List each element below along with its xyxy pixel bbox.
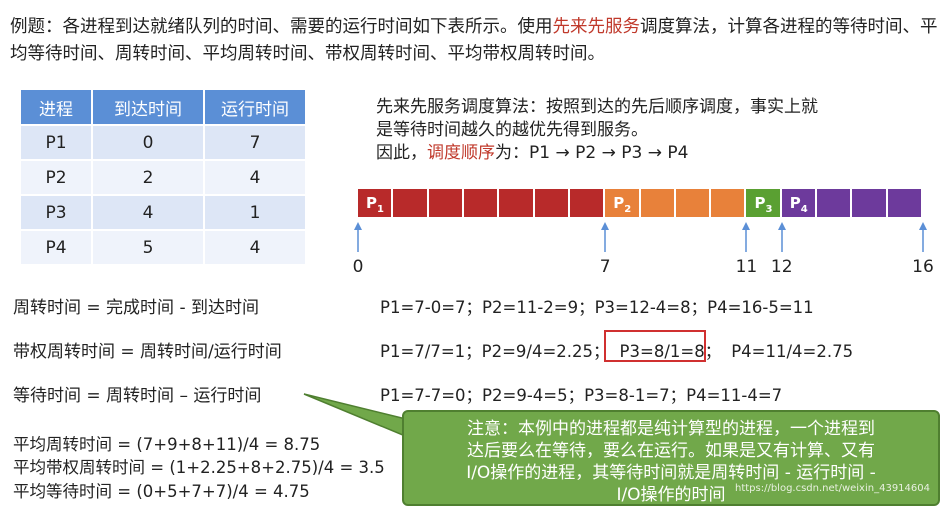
table-row: P1 0 7: [21, 125, 307, 161]
waiting-result: P1=7-7=0；P2=9-4=5；P3=8-1=7；P4=11-4=7: [380, 386, 783, 405]
tick-label: 16: [912, 257, 934, 277]
note-line: 达后要么在等待，要么在运行。如果是又有计算、又有: [467, 441, 875, 461]
table-header: 运行时间: [204, 90, 307, 126]
table-row: P4 5 4: [21, 230, 307, 266]
explanation-highlight: 调度顺序: [427, 143, 495, 163]
turnaround-result: P1=7-0=7；P2=11-2=9；P3=12-4=8；P4=16-5=11: [380, 298, 814, 317]
algorithm-explanation: 先来先服务调度算法：按照到达的先后顺序调度，事实上就 是等待时间越久的越优先得到…: [376, 96, 936, 165]
avg-waiting: 平均等待时间 = (0+5+7+7)/4 = 4.75: [13, 482, 310, 501]
explanation-line: 是等待时间越久的越优先得到服务。: [376, 120, 648, 140]
gantt-segment-label: P4: [789, 194, 808, 215]
gantt-cell: [640, 189, 676, 217]
weighted-result-part: P1=7/7=1；P2=9/4=2.25；: [380, 342, 610, 361]
gantt-segment-label: P3: [754, 194, 773, 215]
schedule-order-line: 因此，调度顺序为：P1 → P2 → P3 → P4: [376, 142, 936, 165]
note-line: I/O操作的进程，其等待时间就是周转时间 - 运行时间 -: [466, 463, 876, 483]
table-header: 到达时间: [92, 90, 205, 126]
gantt-segment-label: P2: [613, 194, 632, 215]
gantt-cell: P4: [781, 189, 818, 217]
table-cell: P3: [21, 195, 93, 231]
tick-arrow: [601, 222, 610, 252]
gantt-cell: [393, 189, 429, 217]
table-cell: 1: [204, 195, 307, 231]
tick-arrow: [742, 222, 751, 252]
gantt-cell: [675, 189, 712, 217]
question-highlight: 先来先服务: [552, 17, 641, 37]
gantt-cell: [569, 189, 606, 217]
question-part1: 例题：各进程到达就绪队列的时间、需要的运行时间如下表所示。使用: [10, 17, 553, 37]
question-part2: 调度算法，计算各进程的等待时间、平均等待时间、周转时间、平均周转时间、带权周转时…: [10, 17, 938, 64]
tick-arrow: [354, 222, 362, 252]
table-cell: P4: [21, 230, 93, 266]
gantt-cell: [711, 189, 747, 217]
weighted-result: P1=7/7=1；P2=9/4=2.25； P3=8/1=8； P4=11/4=2.…: [380, 338, 853, 362]
gantt-cell: P2: [605, 189, 641, 217]
weighted-result-boxed: P3=8/1=8；: [619, 342, 722, 361]
watermark: https://blog.csdn.net/weixin_43914604: [734, 483, 930, 494]
gantt-bar: P1 P2 P3 P4: [358, 189, 923, 217]
question-text: 例题：各进程到达就绪队列的时间、需要的运行时间如下表所示。使用先来先服务调度算法…: [10, 14, 940, 68]
table-header: 进程: [21, 90, 93, 126]
tick-label: 12: [770, 257, 793, 277]
tick-label: 7: [599, 257, 611, 277]
note-callout: 注意：本例中的进程都是纯计算型的进程，一个进程到 达后要么在等待，要么在运行。如…: [402, 410, 940, 506]
table-cell: 2: [92, 160, 205, 196]
gantt-cell: [852, 189, 888, 217]
avg-weighted: 平均带权周转时间 = (1+2.25+8+2.75)/4 = 3.5: [13, 458, 385, 477]
table-cell: P2: [21, 160, 93, 196]
weighted-formula: 带权周转时间 = 周转时间/运行时间: [13, 342, 282, 362]
turnaround-formula: 周转时间 = 完成时间 - 到达时间: [13, 298, 259, 318]
table-header-row: 进程 到达时间 运行时间: [21, 90, 307, 126]
note-line: 注意：本例中的进程都是纯计算型的进程，一个进程到: [467, 419, 875, 439]
table-cell: 5: [92, 230, 205, 266]
highlight-box: [604, 330, 706, 362]
table-cell: 4: [92, 195, 205, 231]
gantt-segment-label: P1: [366, 194, 384, 215]
tick-arrow: [777, 222, 786, 252]
table-cell: 7: [204, 125, 307, 161]
gantt-cell: P1: [358, 189, 394, 217]
tick-arrow: [919, 222, 927, 252]
tick-label: 11: [735, 257, 758, 277]
weighted-result-part: P4=11/4=2.75: [731, 342, 854, 361]
gantt-cell: P3: [746, 189, 782, 217]
gantt-cell: [499, 189, 535, 217]
gantt-cell: [428, 189, 464, 217]
gantt-cell: [534, 189, 570, 217]
waiting-formula: 等待时间 = 周转时间 – 运行时间: [13, 386, 262, 406]
gantt-cell: [463, 189, 500, 217]
table-cell: 4: [204, 230, 307, 266]
avg-turnaround: 平均周转时间 = (7+9+8+11)/4 = 8.75: [13, 435, 321, 454]
explanation-line: 先来先服务调度算法：按照到达的先后顺序调度，事实上就: [376, 97, 818, 117]
table-cell: 4: [204, 160, 307, 196]
process-table: 进程 到达时间 运行时间 P1 0 7 P2 2 4 P3 4 1 P4 5 4: [21, 90, 307, 266]
gantt-cell: [817, 189, 853, 217]
note-line: I/O操作的时间: [616, 485, 726, 505]
explanation-suffix: 为：P1 → P2 → P3 → P4: [495, 143, 689, 163]
explanation-prefix: 因此，: [376, 143, 427, 163]
table-row: P3 4 1: [21, 195, 307, 231]
table-cell: P1: [21, 125, 93, 161]
gantt-cell: [887, 189, 923, 217]
table-row: P2 2 4: [21, 160, 307, 196]
table-cell: 0: [92, 125, 205, 161]
tick-label: 0: [352, 257, 364, 277]
